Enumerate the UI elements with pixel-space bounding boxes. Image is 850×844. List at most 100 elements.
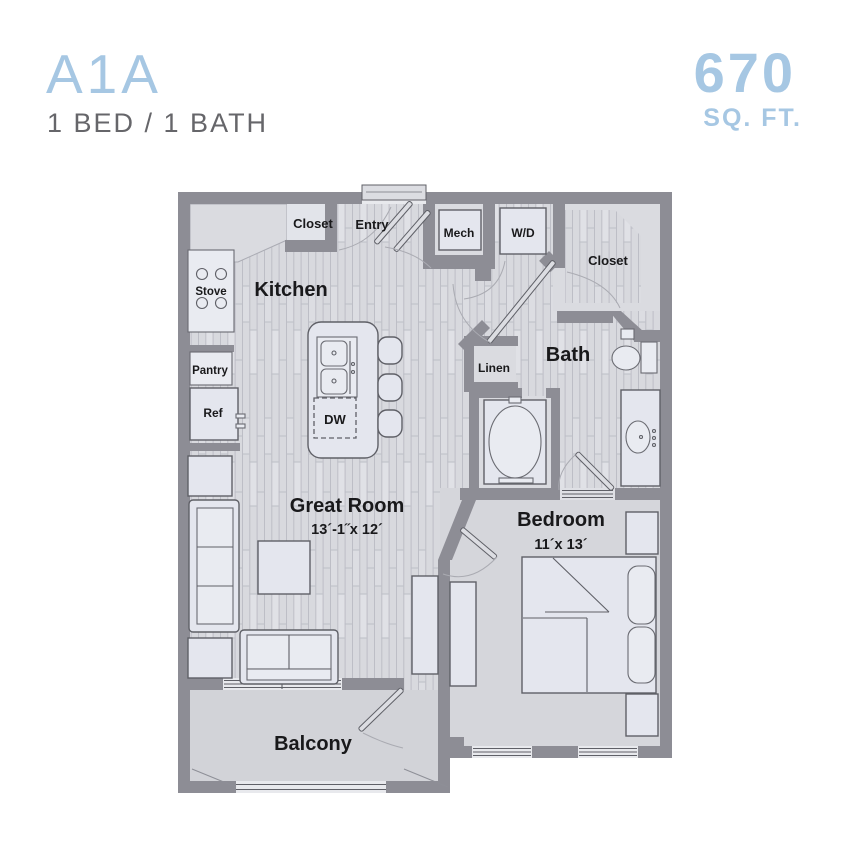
vanity-sink bbox=[625, 420, 651, 454]
bath-hall-door-leaf bbox=[486, 260, 556, 344]
linen-floor bbox=[474, 344, 516, 384]
sink-basin-top bbox=[320, 340, 348, 367]
wall-bedroom-diagonal bbox=[438, 500, 476, 560]
pillow-top bbox=[627, 565, 656, 625]
pantry-wall bbox=[190, 345, 234, 352]
doors bbox=[338, 184, 621, 749]
wall-greatroom-balcony-b bbox=[342, 678, 404, 690]
wall-entry-closet-bottom bbox=[285, 240, 337, 252]
tv-console bbox=[411, 575, 439, 675]
balcony-railing-opening bbox=[236, 781, 386, 793]
refrigerator-handle-bottom bbox=[235, 423, 246, 429]
nightstand-top bbox=[625, 511, 659, 555]
kitchen-label: Kitchen bbox=[254, 279, 327, 301]
wall-tub-top-a bbox=[469, 388, 522, 398]
wall-balcony-bottom-a bbox=[178, 781, 236, 793]
wall-closet-bottom-right bbox=[634, 330, 660, 342]
pillow-bottom bbox=[627, 626, 656, 684]
wall-closet-bottom bbox=[557, 311, 613, 323]
bath-bedroom-door-leaf bbox=[575, 451, 615, 491]
stool-3 bbox=[377, 409, 403, 438]
toilet-bowl bbox=[611, 345, 641, 371]
bath-fixtures bbox=[483, 328, 661, 487]
labels: Closet Entry Mech W/D Closet Stove Kitch… bbox=[192, 216, 628, 755]
nightstand-bottom bbox=[625, 693, 659, 737]
wall-tub-right bbox=[551, 396, 560, 488]
dw-label: DW bbox=[324, 412, 346, 427]
kitchen-fixtures bbox=[178, 249, 403, 459]
great-room-dimensions: 13´-1˝x 12´ bbox=[311, 522, 383, 538]
washer-dryer-unit bbox=[499, 207, 547, 255]
wall-greatroom-balcony-a bbox=[190, 678, 223, 690]
utility-fixtures bbox=[438, 207, 547, 255]
wall-bath-bedroom-a bbox=[460, 488, 560, 500]
balcony-door-leaf bbox=[358, 687, 404, 732]
stove-label: Stove bbox=[195, 286, 226, 298]
great-room-label: Great Room bbox=[290, 495, 404, 517]
wall-mech-bottom bbox=[423, 255, 495, 269]
coffee-table bbox=[257, 540, 311, 595]
wall-right bbox=[660, 192, 672, 758]
entry-door-leaf-a bbox=[374, 201, 413, 245]
wall-bedroom-bottom-b bbox=[532, 746, 578, 758]
wall-left bbox=[178, 192, 190, 793]
plan-type: 1 BED / 1 BATH bbox=[47, 108, 269, 138]
wall-balcony-bottom-b bbox=[386, 781, 450, 793]
entry-closet-label: Closet bbox=[293, 216, 333, 231]
ref-label: Ref bbox=[203, 406, 223, 420]
wall-kitchen-stub bbox=[178, 443, 240, 451]
wall-hall-diagonal-stub bbox=[458, 320, 490, 352]
linen-label: Linen bbox=[478, 361, 510, 375]
wall-mech-stub bbox=[475, 269, 491, 281]
end-table-bottom bbox=[187, 637, 233, 679]
bathtub-faucet bbox=[508, 396, 522, 404]
wall-top-right bbox=[426, 192, 672, 204]
entry-door-leaf-b bbox=[393, 210, 431, 252]
area-value: 670 bbox=[693, 41, 796, 104]
dishwasher-box bbox=[313, 397, 357, 439]
balcony-corner-line-right bbox=[403, 768, 449, 788]
walk-in-closet-label: Closet bbox=[588, 253, 628, 268]
wall-bath-bedroom-b bbox=[615, 488, 672, 500]
walls bbox=[178, 192, 672, 793]
great-room-furniture bbox=[187, 455, 439, 685]
wall-tub-top-b bbox=[546, 388, 560, 398]
wall-bedroom-bottom-c bbox=[638, 746, 672, 758]
toilet-tank bbox=[640, 341, 658, 374]
wall-balcony-notch bbox=[450, 737, 464, 753]
wall-wd-right bbox=[553, 204, 565, 268]
plan-name: A1A bbox=[46, 43, 162, 105]
stool-1 bbox=[377, 336, 403, 365]
wall-hall-hinge-stub bbox=[539, 250, 561, 273]
stool-2 bbox=[377, 373, 403, 402]
mech-label: Mech bbox=[444, 226, 475, 240]
end-table-top bbox=[187, 455, 233, 497]
balcony-floor bbox=[190, 690, 450, 781]
pantry-cabinet bbox=[189, 351, 233, 386]
wall-top-left bbox=[178, 192, 362, 204]
sink-basin-bottom bbox=[320, 368, 348, 395]
refrigerator-box bbox=[189, 387, 239, 441]
bathtub-basin bbox=[488, 405, 542, 479]
bedroom-label: Bedroom bbox=[517, 509, 605, 531]
wall-tub-left bbox=[469, 388, 479, 488]
entry-label: Entry bbox=[355, 217, 389, 232]
bathtub-mat bbox=[498, 477, 534, 484]
refrigerator-handle-top bbox=[235, 413, 246, 419]
pantry-label: Pantry bbox=[192, 365, 228, 377]
entry-closet-floor bbox=[287, 204, 325, 240]
walk-in-closet-floor bbox=[565, 210, 641, 303]
wall-linen-left bbox=[464, 336, 474, 392]
wd-label: W/D bbox=[511, 226, 535, 240]
dresser bbox=[449, 581, 477, 687]
balcony-label: Balcony bbox=[274, 733, 353, 755]
wall-linen-bottom bbox=[464, 382, 518, 392]
balcony-corner-line-left bbox=[191, 768, 237, 788]
bedroom-dimensions: 11´x 13´ bbox=[534, 537, 587, 553]
wall-bedroom-left bbox=[438, 560, 450, 793]
wall-mech-right bbox=[483, 204, 495, 255]
area-unit: SQ. FT. bbox=[703, 104, 802, 132]
stove-counter bbox=[187, 249, 235, 333]
